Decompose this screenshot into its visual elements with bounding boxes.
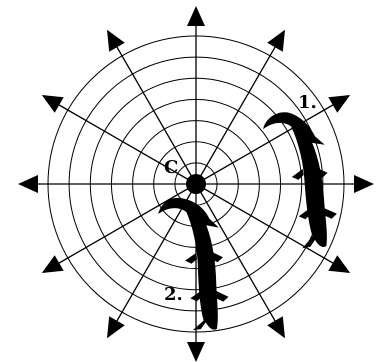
arrowhead-2	[267, 30, 285, 52]
arrowhead-10	[267, 316, 285, 338]
arrowhead-11	[328, 255, 350, 273]
arrowhead-0	[354, 175, 374, 193]
ray-2	[196, 45, 276, 184]
creature-2-label: 2.	[164, 284, 183, 305]
arrowhead-4	[107, 30, 125, 52]
arrowhead-7	[42, 255, 64, 273]
center-label: C	[164, 157, 178, 178]
center-dot	[186, 174, 206, 194]
creature-1-label: 1.	[298, 92, 317, 113]
arrowhead-6	[18, 175, 38, 193]
arrowhead-1	[328, 95, 350, 113]
arrowhead-9	[187, 342, 205, 362]
ray-7	[57, 184, 196, 264]
arrowhead-3	[187, 6, 205, 26]
arrowhead-8	[107, 316, 125, 338]
ray-4	[116, 45, 196, 184]
arrowhead-5	[42, 95, 64, 113]
